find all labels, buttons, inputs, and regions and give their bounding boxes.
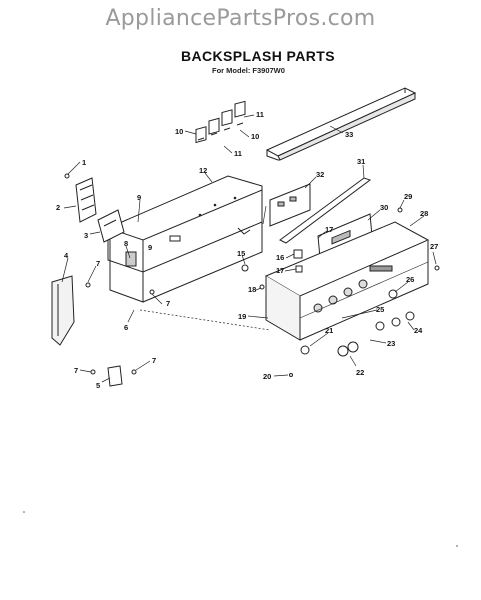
- diagram-title: BACKSPLASH PARTS: [181, 48, 335, 64]
- callout-25: 25: [376, 305, 384, 314]
- callout-33: 33: [345, 130, 353, 139]
- callout-29: 29: [404, 192, 412, 201]
- callout-7a: 7: [96, 259, 100, 268]
- leader-lines: [61, 114, 437, 383]
- callout-18: 18: [248, 285, 256, 294]
- part-10-11-clips: [195, 100, 246, 144]
- stray-mark: [456, 545, 458, 547]
- part-2-bracket: [75, 177, 97, 223]
- callout-24: 24: [414, 326, 423, 335]
- callout-7b: 7: [166, 299, 170, 308]
- callout-5: 5: [96, 381, 100, 390]
- callout-labels: 1 2 3 4 5 6 7 7 7 7 8 9 9 10 10 11 11 12…: [56, 110, 438, 390]
- callout-1: 1: [82, 158, 86, 167]
- callout-11b: 11: [234, 149, 242, 158]
- callout-10a: 10: [175, 127, 183, 136]
- callout-31: 31: [357, 157, 365, 166]
- callout-7c: 7: [74, 366, 78, 375]
- callout-9b: 9: [148, 243, 152, 252]
- callout-19: 19: [238, 312, 246, 321]
- callout-28: 28: [420, 209, 428, 218]
- callout-26: 26: [406, 275, 414, 284]
- part-5-bracket: [90, 365, 137, 387]
- callout-8: 8: [124, 239, 128, 248]
- part-32-board: [269, 183, 311, 227]
- callout-32: 32: [316, 170, 324, 179]
- callout-10b: 10: [251, 132, 259, 141]
- callout-27: 27: [430, 242, 438, 251]
- callout-17a: 17: [325, 225, 333, 234]
- callout-17b: 17: [276, 266, 284, 275]
- part-12-rear-panel: [107, 175, 263, 303]
- callout-9a: 9: [137, 193, 141, 202]
- callout-6: 6: [124, 323, 128, 332]
- callout-21: 21: [325, 326, 333, 335]
- watermark: AppliancePartsPros.com: [105, 6, 376, 31]
- part-4-side-trim: [51, 275, 75, 346]
- callout-22: 22: [356, 368, 364, 377]
- callout-2: 2: [56, 203, 60, 212]
- callout-4: 4: [64, 251, 69, 260]
- callout-16: 16: [276, 253, 284, 262]
- model-subtitle: For Model: F3907W0: [212, 66, 285, 75]
- callout-12: 12: [199, 166, 207, 175]
- part-31-strip: [279, 177, 372, 244]
- callout-11a: 11: [256, 110, 264, 119]
- part-28-control-panel: [264, 221, 430, 341]
- stray-mark: [23, 511, 25, 513]
- callout-23: 23: [387, 339, 395, 348]
- part-33-trim: [265, 87, 417, 161]
- callout-3: 3: [84, 231, 88, 240]
- part-3-bracket: [97, 209, 125, 243]
- callout-7d: 7: [152, 356, 156, 365]
- knobs: [300, 289, 415, 357]
- callout-15: 15: [237, 249, 245, 258]
- callout-20: 20: [263, 372, 271, 381]
- callout-30: 30: [380, 203, 388, 212]
